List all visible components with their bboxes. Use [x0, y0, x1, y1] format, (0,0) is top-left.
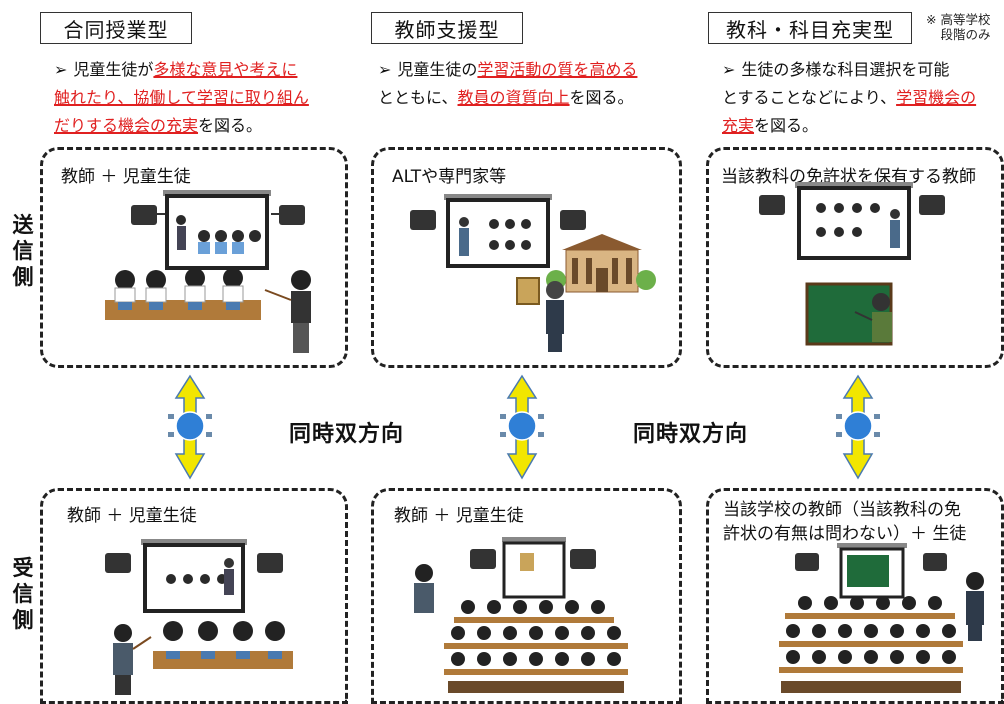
receiver-panel-joint-class: 教師 ＋ 児童生徒: [40, 488, 348, 704]
licensed-teacher-blackboard-illustration: [759, 182, 945, 346]
receiver-panel-label: 教師 ＋ 児童生徒: [67, 506, 197, 526]
receiver-classroom-illustration: [105, 539, 293, 695]
highlighted-text: だりする機会の充実: [54, 116, 199, 135]
high-school-note: ※ 高等学校 段階のみ: [926, 12, 991, 42]
desc-line: ➢ 生徒の多様な科目選択を可能: [722, 56, 976, 84]
receiver-panel-label: 教師 ＋ 児童生徒: [394, 506, 524, 526]
sender-side-char: 側: [12, 265, 34, 289]
highlighted-text: 多様な意見や考えに: [153, 60, 298, 79]
receiver-panel-label: 許状の有無は問わない）＋ 生徒: [723, 524, 967, 544]
bidirectional-arrow: [168, 374, 212, 480]
receiver-panel-teacher-support: 教師 ＋ 児童生徒: [371, 488, 682, 704]
receiver-large-classroom-illustration: [414, 537, 628, 693]
desc-subject-enrichment: ➢生徒の多様な科目選択を可能とすることなどにより、学習機会の充実を図る。: [722, 56, 976, 140]
desc-line: ➢ 児童生徒が多様な意見や考えに: [54, 56, 309, 84]
type-title-joint-class: 合同授業型: [40, 12, 192, 44]
desc-line: 充実を図る。: [722, 112, 976, 140]
sender-side-label: 送信側: [10, 212, 36, 290]
bidirectional-label: 同時双方向: [289, 422, 405, 447]
bullet-icon: ➢: [378, 60, 392, 79]
type-title-teacher-support: 教師支援型: [371, 12, 523, 44]
highlighted-text: 学習機会の: [896, 88, 977, 107]
sender-panel-teacher-support: ALTや専門家等: [371, 147, 682, 368]
desc-text: を図る。: [754, 116, 819, 135]
sender-panel-label: ALTや専門家等: [392, 167, 507, 187]
desc-text: 児童生徒の: [397, 60, 478, 79]
classroom-teacher-students-illustration: [105, 190, 311, 353]
bidirectional-label: 同時双方向: [633, 422, 749, 447]
desc-text: を図る。: [569, 88, 634, 107]
desc-line: ➢ 児童生徒の学習活動の質を高める: [378, 56, 637, 84]
highlighted-text: 充実: [722, 116, 755, 135]
desc-line: とともに、教員の資質向上を図る。: [378, 84, 637, 112]
desc-text: とすることなどにより、: [722, 88, 897, 107]
sender-side-char: 送: [12, 213, 34, 237]
receiver-licensed-class-illustration: [779, 543, 984, 693]
highlighted-text: 触れたり、協働して学習に取り組ん: [54, 88, 309, 107]
sender-side-char: 信: [12, 239, 34, 263]
desc-line: とすることなどにより、学習機会の: [722, 84, 976, 112]
sender-panel-joint-class: 教師 ＋ 児童生徒: [40, 147, 348, 368]
bidirectional-arrow: [500, 374, 544, 480]
sender-panel-subject-enrichment: 当該教科の免許状を保有する教師: [706, 147, 1004, 368]
desc-text: を図る。: [198, 116, 263, 135]
highlighted-text: 学習活動の質を高める: [477, 60, 638, 79]
receiver-panel-label: 当該学校の教師（当該教科の免: [723, 500, 961, 520]
desc-teacher-support: ➢児童生徒の学習活動の質を高めるとともに、教員の資質向上を図る。: [378, 56, 637, 112]
desc-line: だりする機会の充実を図る。: [54, 112, 309, 140]
bidirectional-arrows: [168, 374, 880, 480]
highlighted-text: 教員の資質向上: [457, 88, 570, 107]
desc-joint-class: ➢児童生徒が多様な意見や考えに触れたり、協働して学習に取り組んだりする機会の充実…: [54, 56, 309, 140]
sender-panel-label: 教師 ＋ 児童生徒: [61, 167, 191, 187]
desc-line: 触れたり、協働して学習に取り組ん: [54, 84, 309, 112]
desc-text: 生徒の多様な科目選択を可能: [741, 60, 950, 79]
desc-text: 児童生徒が: [73, 60, 154, 79]
bullet-icon: ➢: [722, 60, 736, 79]
type-title-subject-enrichment: 教科・科目充実型: [708, 12, 912, 44]
bidirectional-arrow: [836, 374, 880, 480]
receiver-panel-subject-enrichment: 当該学校の教師（当該教科の免 許状の有無は問わない）＋ 生徒: [706, 488, 1004, 704]
expert-remote-illustration: [410, 194, 656, 352]
receiver-side-label: 受信側: [10, 555, 36, 633]
receiver-side-char: 信: [12, 582, 34, 606]
bullet-icon: ➢: [54, 60, 68, 79]
receiver-side-char: 側: [12, 608, 34, 632]
desc-text: とともに、: [378, 88, 458, 107]
receiver-side-char: 受: [12, 556, 34, 580]
